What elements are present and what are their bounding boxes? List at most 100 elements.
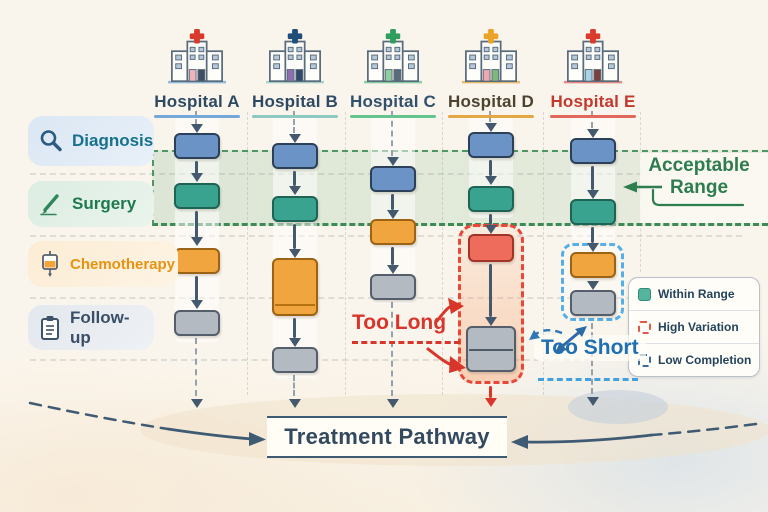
acceptable-range-line1: Acceptable (648, 155, 750, 176)
stage-pill-surgery: Surgery (28, 181, 154, 227)
hospital-building-icon (564, 28, 622, 84)
arrow-down-icon (587, 281, 599, 290)
stage-box-diagnosis (468, 132, 514, 158)
flow-connector (591, 227, 594, 243)
too-short-label: Too Short (534, 335, 646, 361)
treatment-pathway-label: Treatment Pathway (267, 416, 507, 458)
column-gridline (442, 112, 443, 395)
flow-connector (293, 171, 296, 186)
flow-connector (391, 247, 394, 265)
arrow-down-icon (387, 157, 399, 166)
flow-connector (591, 166, 594, 190)
too-long-label: Too Long (352, 311, 447, 334)
column-gridline (247, 112, 248, 395)
hospital-cross-icon (585, 28, 601, 44)
stage-box-follow-up (370, 274, 416, 300)
arrow-down-icon (587, 397, 599, 406)
hospital-underline (448, 115, 534, 118)
stage-label: Chemotherapy (70, 255, 176, 273)
high-variation-swatch-icon (638, 320, 651, 334)
acceptable-range-label: Acceptable Range (642, 155, 756, 200)
flow-connector (489, 264, 492, 317)
stage-box-follow-up (272, 347, 318, 373)
hospital-building-icon (364, 28, 422, 84)
arrow-down-icon (289, 249, 301, 258)
stage-label: Follow-up (70, 307, 130, 347)
stage-label: Diagnosis (72, 131, 154, 150)
arrow-down-icon (191, 173, 203, 182)
arrow-down-icon (191, 124, 203, 133)
arrow-down-icon (387, 265, 399, 274)
hospital-name: Hospital D (447, 92, 535, 111)
stage-box-chemotherapy (370, 219, 416, 245)
flow-connector (195, 276, 198, 301)
hospital-d-header: Hospital D (443, 28, 539, 118)
flow-connector (195, 211, 198, 238)
legend-label: Low Completion (658, 353, 752, 367)
legend-label: Within Range (658, 287, 735, 301)
hospital-underline (252, 115, 338, 118)
arrow-down-icon (387, 210, 399, 219)
stage-pill-diagnosis: Diagnosis (28, 116, 154, 166)
hospital-underline (550, 115, 636, 118)
iv-bag-icon (42, 251, 58, 277)
arrow-down-icon (289, 399, 301, 408)
within-range-swatch-icon (638, 287, 651, 301)
stage-box-chemotherapy (174, 248, 220, 274)
acceptable-range-line2: Range (669, 177, 729, 199)
arrow-down-icon (485, 225, 497, 234)
flow-connector (391, 302, 393, 396)
column-gridline (543, 112, 544, 395)
stage-box-diagnosis (570, 138, 616, 164)
hospital-e-header: Hospital E (545, 28, 641, 118)
legend-item-high-variation: High Variation (629, 310, 759, 343)
flow-connector (293, 111, 295, 133)
scalpel-icon (40, 194, 59, 216)
arrow-down-icon (289, 186, 301, 195)
flow-connector (195, 161, 198, 174)
stage-box-diagnosis (272, 143, 318, 169)
hospital-building-icon (168, 28, 226, 84)
flow-connector (591, 111, 593, 128)
stage-box-surgery (272, 196, 318, 222)
legend-item-within-range: Within Range (629, 278, 759, 310)
hospital-cross-icon (385, 28, 401, 44)
legend: Within Range High Variation Low Completi… (628, 277, 760, 377)
column-gridline (345, 112, 346, 395)
flow-connector (293, 375, 295, 396)
arrow-down-icon (485, 123, 497, 132)
flow-connector (489, 160, 492, 176)
stage-box-chemotherapy-delayed (468, 234, 514, 262)
hospital-building-icon (266, 28, 324, 84)
hospital-underline (350, 115, 436, 118)
magnifier-icon (40, 130, 62, 152)
arrow-down-icon (191, 399, 203, 408)
arrow-down-icon (289, 338, 301, 347)
stage-box-chemotherapy-short (570, 252, 616, 278)
hospital-name: Hospital C (349, 92, 437, 111)
arrow-down-icon (191, 300, 203, 309)
flow-connector (391, 194, 394, 210)
stage-box-diagnosis (174, 133, 220, 159)
flow-connector (195, 338, 197, 396)
arrow-down-icon (485, 398, 497, 407)
hospital-name: Hospital A (154, 92, 240, 111)
stage-pill-chemotherapy: Chemotherapy (28, 241, 178, 287)
stage-pill-follow-up: Follow-up (28, 305, 154, 350)
flow-connector (489, 214, 492, 225)
hospital-a-header: Hospital A (149, 28, 245, 118)
stage-box-chemotherapy-long (272, 258, 318, 316)
arrow-down-icon (289, 134, 301, 143)
box-seam (275, 304, 315, 306)
stage-box-surgery (468, 186, 514, 212)
hospital-c-header: Hospital C (345, 28, 441, 118)
stage-box-follow-up-long (466, 326, 516, 372)
arrow-down-icon (191, 237, 203, 246)
legend-item-low-completion: Low Completion (629, 343, 759, 376)
hospital-name: Hospital E (550, 92, 636, 111)
arrow-down-icon (485, 176, 497, 185)
hospital-building-icon (462, 28, 520, 84)
arrow-down-icon (587, 190, 599, 199)
flow-connector (489, 386, 492, 398)
